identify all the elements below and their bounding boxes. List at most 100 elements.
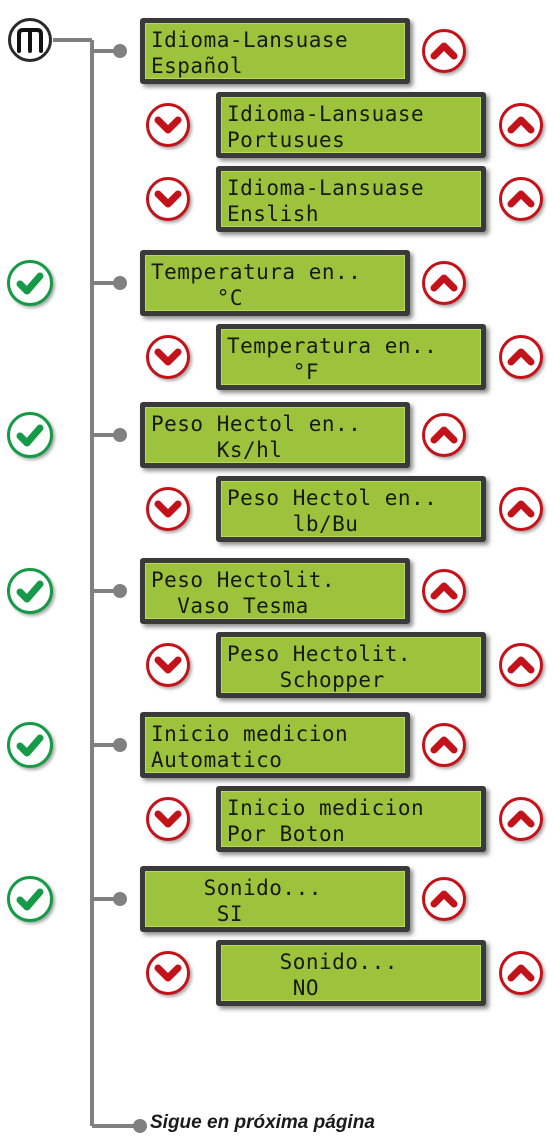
up-button[interactable] bbox=[499, 797, 543, 841]
checkmark-icon bbox=[16, 580, 44, 603]
connector-dot bbox=[113, 428, 127, 442]
up-button[interactable] bbox=[422, 569, 466, 613]
checkmark-icon bbox=[16, 272, 44, 295]
connector-dot bbox=[113, 738, 127, 752]
confirm-button[interactable] bbox=[7, 568, 53, 614]
lcd-text-line1: Idioma-Lansuase bbox=[227, 102, 425, 126]
up-button[interactable] bbox=[422, 261, 466, 305]
lcd-option: Peso Hectolit. Vaso Tesma bbox=[140, 558, 410, 624]
lcd-text-line1: Sonido... bbox=[227, 950, 398, 974]
lcd-text-line1: Temperatura en.. bbox=[151, 260, 362, 284]
lcd-option: Temperatura en.. °C bbox=[140, 250, 410, 316]
lcd-text-line2: Español bbox=[151, 54, 244, 78]
lcd-option: Sonido... SI bbox=[140, 866, 410, 932]
connector-dot bbox=[133, 1119, 147, 1133]
connector-dot bbox=[113, 584, 127, 598]
up-button[interactable] bbox=[499, 643, 543, 687]
connector-dot bbox=[113, 276, 127, 290]
chevron-up-icon bbox=[430, 42, 458, 60]
chevron-down-icon bbox=[154, 500, 182, 518]
down-button[interactable] bbox=[146, 797, 190, 841]
up-button[interactable] bbox=[499, 335, 543, 379]
footer-note: Sigue en próxima página bbox=[150, 1112, 375, 1133]
connector-dot bbox=[113, 44, 127, 58]
lcd-text-line1: Idioma-Lansuase bbox=[227, 176, 425, 200]
checkmark-icon bbox=[16, 734, 44, 757]
lcd-text-line2: Automatico bbox=[151, 748, 283, 772]
up-button[interactable] bbox=[422, 29, 466, 73]
menu-m-icon bbox=[17, 28, 43, 53]
lcd-option: Peso Hectolit. Schopper bbox=[216, 632, 486, 698]
down-button[interactable] bbox=[146, 103, 190, 147]
lcd-text-line2: Schopper bbox=[227, 668, 385, 692]
lcd-text-line1: Peso Hectolit. bbox=[151, 568, 336, 592]
up-button[interactable] bbox=[499, 951, 543, 995]
chevron-up-icon bbox=[430, 274, 458, 292]
menu-button[interactable] bbox=[8, 18, 52, 62]
chevron-down-icon bbox=[154, 810, 182, 828]
lcd-option: Temperatura en.. °F bbox=[216, 324, 486, 390]
confirm-button[interactable] bbox=[7, 876, 53, 922]
chevron-up-icon bbox=[507, 190, 535, 208]
chevron-up-icon bbox=[430, 736, 458, 754]
lcd-text-line1: Temperatura en.. bbox=[227, 334, 438, 358]
lcd-text-line2: SI bbox=[151, 902, 244, 926]
lcd-text-line1: Peso Hectolit. bbox=[227, 642, 412, 666]
confirm-button[interactable] bbox=[7, 412, 53, 458]
chevron-down-icon bbox=[154, 190, 182, 208]
lcd-text-line2: Ks/hl bbox=[151, 438, 283, 462]
lcd-option: Peso Hectol en.. lb/Bu bbox=[216, 476, 486, 542]
chevron-up-icon bbox=[507, 656, 535, 674]
lcd-text-line2: Vaso Tesma bbox=[151, 594, 309, 618]
checkmark-icon bbox=[16, 424, 44, 447]
down-button[interactable] bbox=[146, 177, 190, 221]
chevron-up-icon bbox=[507, 116, 535, 134]
lcd-text-line2: Enslish bbox=[227, 202, 320, 226]
up-button[interactable] bbox=[499, 177, 543, 221]
down-button[interactable] bbox=[146, 335, 190, 379]
chevron-up-icon bbox=[507, 500, 535, 518]
chevron-up-icon bbox=[430, 426, 458, 444]
checkmark-icon bbox=[16, 888, 44, 911]
down-button[interactable] bbox=[146, 643, 190, 687]
down-button[interactable] bbox=[146, 951, 190, 995]
down-button[interactable] bbox=[146, 487, 190, 531]
chevron-down-icon bbox=[154, 348, 182, 366]
up-button[interactable] bbox=[499, 103, 543, 147]
lcd-text-line2: °C bbox=[151, 286, 244, 310]
up-button[interactable] bbox=[422, 723, 466, 767]
chevron-up-icon bbox=[507, 810, 535, 828]
confirm-button[interactable] bbox=[7, 722, 53, 768]
chevron-down-icon bbox=[154, 656, 182, 674]
lcd-text-line1: Sonido... bbox=[151, 876, 322, 900]
chevron-up-icon bbox=[507, 964, 535, 982]
lcd-text-line1: Peso Hectol en.. bbox=[151, 412, 362, 436]
lcd-text-line1: Peso Hectol en.. bbox=[227, 486, 438, 510]
lcd-text-line1: Inicio medicion bbox=[227, 796, 425, 820]
chevron-down-icon bbox=[154, 116, 182, 134]
lcd-text-line2: °F bbox=[227, 360, 320, 384]
connector-dot bbox=[113, 892, 127, 906]
lcd-text-line2: lb/Bu bbox=[227, 512, 359, 536]
chevron-up-icon bbox=[430, 582, 458, 600]
lcd-text-line2: Por Boton bbox=[227, 822, 346, 846]
chevron-up-icon bbox=[507, 348, 535, 366]
up-button[interactable] bbox=[422, 413, 466, 457]
confirm-button[interactable] bbox=[7, 260, 53, 306]
lcd-option: Peso Hectol en.. Ks/hl bbox=[140, 402, 410, 468]
chevron-down-icon bbox=[154, 964, 182, 982]
lcd-text-line1: Inicio medicion bbox=[151, 722, 349, 746]
lcd-text-line1: Idioma-Lansuase bbox=[151, 28, 349, 52]
up-button[interactable] bbox=[422, 877, 466, 921]
lcd-text-line2: Portusues bbox=[227, 128, 346, 152]
chevron-up-icon bbox=[430, 890, 458, 908]
up-button[interactable] bbox=[499, 487, 543, 531]
lcd-option: Sonido... NO bbox=[216, 940, 486, 1006]
